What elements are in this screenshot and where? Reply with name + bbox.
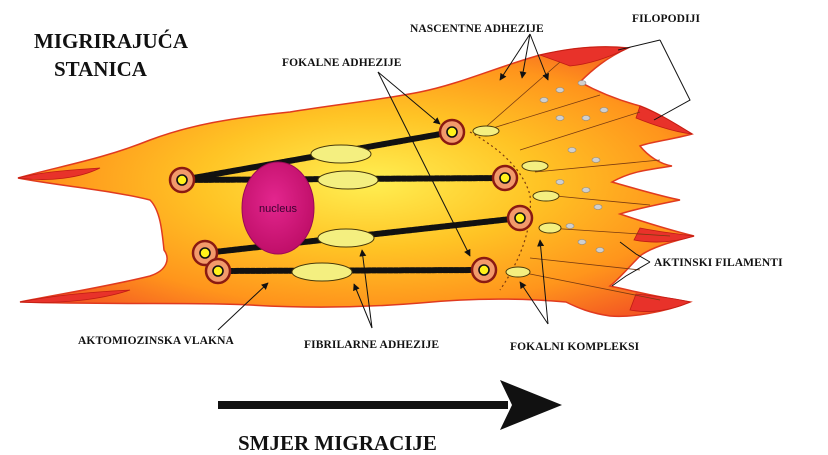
- label-aktinski-filamenti: AKTINSKI FILAMENTI: [654, 257, 783, 269]
- fibrillar-adhesion: [318, 229, 374, 247]
- fibrillar-adhesion: [311, 145, 371, 163]
- leader-filopodiji: [654, 40, 690, 120]
- nascent-dot: [600, 108, 608, 113]
- focal-adhesion: [508, 206, 532, 230]
- label-filopodiji: FILOPODIJI: [632, 13, 701, 25]
- leader-filopodiji: [618, 40, 660, 50]
- label-fokalne-adhezije: FOKALNE ADHEZIJE: [282, 57, 402, 69]
- nascent-dot: [596, 248, 604, 253]
- nascent-dot: [556, 180, 564, 185]
- arrow-shaft: [218, 401, 508, 409]
- arrow-head: [500, 380, 562, 430]
- nascent-dot: [592, 158, 600, 163]
- nascent-dot: [566, 224, 574, 229]
- label-aktomiozinska-vlakna: AKTOMIOZINSKA VLAKNA: [78, 335, 234, 347]
- nascent-dot: [578, 81, 586, 86]
- migration-direction-arrow: [218, 380, 562, 430]
- focal-adhesion: [472, 258, 496, 282]
- focal-complex: [522, 161, 548, 171]
- label-fokalni-kompleksi: FOKALNI KOMPLEKSI: [510, 341, 640, 353]
- focal-complex: [473, 126, 499, 136]
- label-nascentne-adhezije: NASCENTNE ADHEZIJE: [410, 23, 544, 35]
- nucleus-label: nucleus: [259, 203, 297, 215]
- focal-complex: [533, 191, 559, 201]
- title-line1: MIGRIRAJUĆA: [34, 29, 189, 53]
- nascent-dot: [582, 188, 590, 193]
- nascent-dot: [578, 240, 586, 245]
- focal-adhesion: [170, 168, 194, 192]
- label-fibrilarne-adhezije: FIBRILARNE ADHEZIJE: [304, 339, 439, 351]
- direction-label: SMJER MIGRACIJE: [238, 431, 437, 455]
- nascent-dot: [582, 116, 590, 121]
- focal-adhesion: [493, 166, 517, 190]
- nascent-dot: [556, 116, 564, 121]
- protrusion-tip-filopod-3: [630, 294, 690, 312]
- focal-complex: [539, 223, 561, 233]
- focal-complex: [506, 267, 530, 277]
- nascent-dot: [594, 205, 602, 210]
- focal-adhesion: [440, 120, 464, 144]
- fibrillar-adhesion: [292, 263, 352, 281]
- nascent-dot: [568, 148, 576, 153]
- title-line2: STANICA: [54, 57, 148, 81]
- nascent-dot: [556, 88, 564, 93]
- focal-adhesion: [206, 259, 230, 283]
- fibrillar-adhesion: [318, 171, 378, 189]
- nascent-dot: [540, 98, 548, 103]
